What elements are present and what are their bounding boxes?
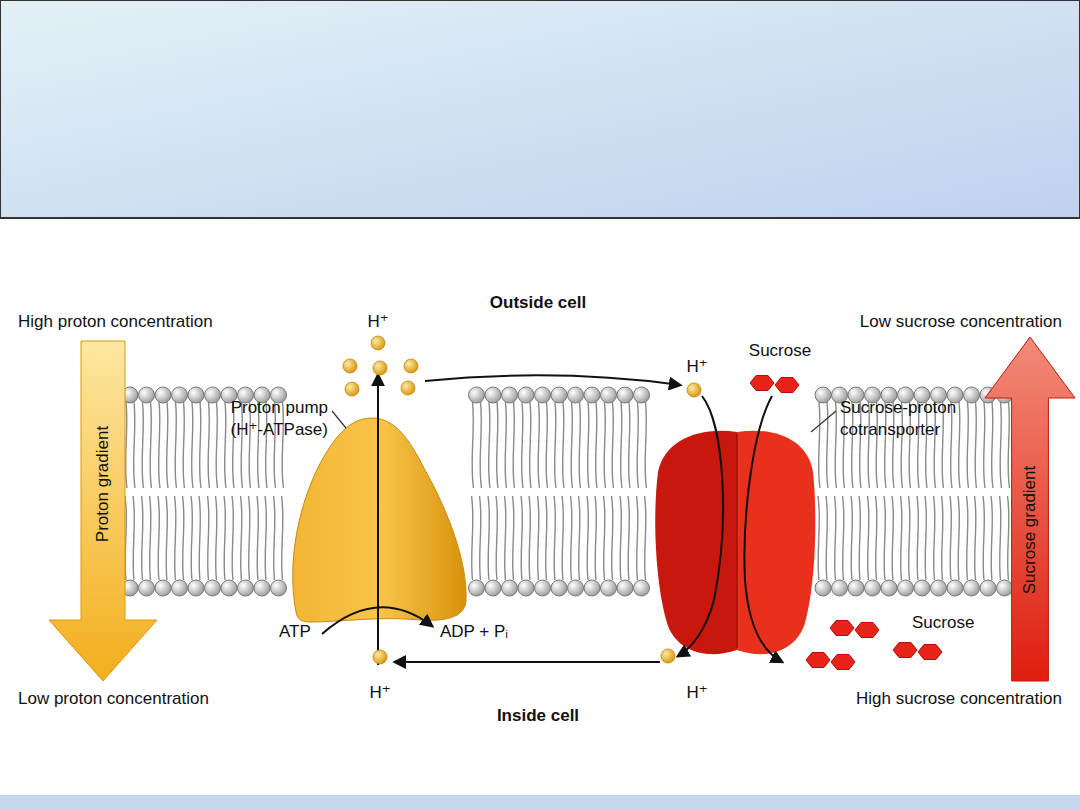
gradient-label: Sucrose gradient (1020, 465, 1040, 594)
gradient-label: Proton gradient (93, 426, 113, 542)
molecule-label: Sucrose (912, 612, 1002, 634)
sucrose-cotransport-arrow (744, 396, 782, 662)
part-label: Sucrose-proton cotransporter (840, 397, 1040, 441)
proton-pump (293, 418, 466, 622)
molecule-label: ATP (279, 621, 329, 643)
leader-line (332, 411, 346, 428)
gradient-end-label: Low proton concentration (18, 688, 298, 710)
proton-dots (343, 336, 701, 664)
ion-label: H⁺ (677, 356, 717, 378)
footer-band (0, 795, 1080, 810)
gradient-arrow: Sucrose gradient (984, 336, 1076, 682)
region-label: Outside cell (438, 292, 638, 314)
cotransporter-seam (736, 434, 738, 648)
gradient-arrow: Proton gradient (48, 340, 158, 682)
cotransporter-right (737, 431, 815, 655)
gradient-end-label: Low sucrose concentration (760, 311, 1062, 333)
proton-return-arrow (395, 661, 660, 663)
molecule-label: ADP + Pᵢ (440, 621, 540, 643)
region-label: Inside cell (438, 705, 638, 727)
cotransporter-left (655, 431, 737, 655)
pump-arrow (377, 375, 379, 665)
ion-label: H⁺ (358, 311, 398, 333)
proton-cotransport-arrow (678, 396, 723, 656)
ion-label: H⁺ (677, 682, 717, 704)
atp-arrow (322, 607, 432, 634)
lipid-bilayer (122, 387, 1013, 596)
molecule-label: Sucrose (740, 340, 820, 362)
leader-line (811, 411, 836, 432)
gradient-end-label: High sucrose concentration (770, 688, 1062, 710)
header-band (0, 0, 1080, 218)
proton-flow-arrow (425, 375, 680, 385)
gradient-end-label: High proton concentration (18, 311, 298, 333)
part-label: Proton pump (H⁺-ATPase) (208, 397, 328, 441)
ion-label: H⁺ (360, 682, 400, 704)
